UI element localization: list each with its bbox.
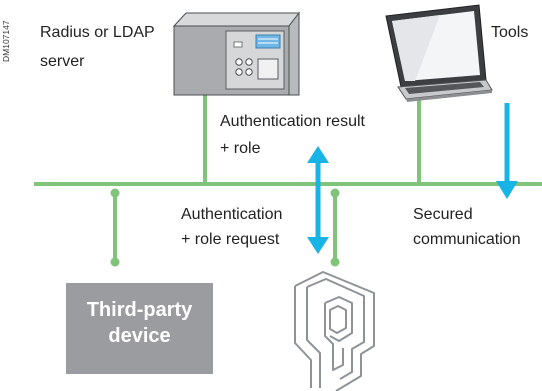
device-drop-bottom-dot xyxy=(110,257,120,267)
laptop-icon xyxy=(385,4,493,102)
secured-communication-arrow xyxy=(496,103,518,199)
server-label-line1: Radius or LDAP xyxy=(40,24,155,41)
controller-drop-bottom-dot xyxy=(330,257,340,267)
tools-label: Tools xyxy=(491,24,529,41)
authentication-double-arrow xyxy=(307,146,329,254)
request-label-line2: + role request xyxy=(181,231,280,248)
server-label-line2: server xyxy=(40,53,85,70)
device-drop-top-dot xyxy=(110,188,120,198)
network-drops xyxy=(110,95,421,267)
device-label-line2: device xyxy=(108,325,171,347)
secured-label-line2: communication xyxy=(413,231,521,248)
result-label-line2: + role xyxy=(220,140,261,157)
server-icon xyxy=(172,11,301,96)
controller-icon xyxy=(294,271,375,391)
device-label-line1: Third-party xyxy=(86,299,193,321)
controller-drop-top-dot xyxy=(330,188,340,198)
secured-label-line1: Secured xyxy=(413,206,473,223)
third-party-device: Third-party device xyxy=(66,283,213,374)
document-id: DM107147 xyxy=(1,20,11,62)
result-label-line1: Authentication result xyxy=(220,113,365,130)
request-label-line1: Authentication xyxy=(181,206,283,223)
